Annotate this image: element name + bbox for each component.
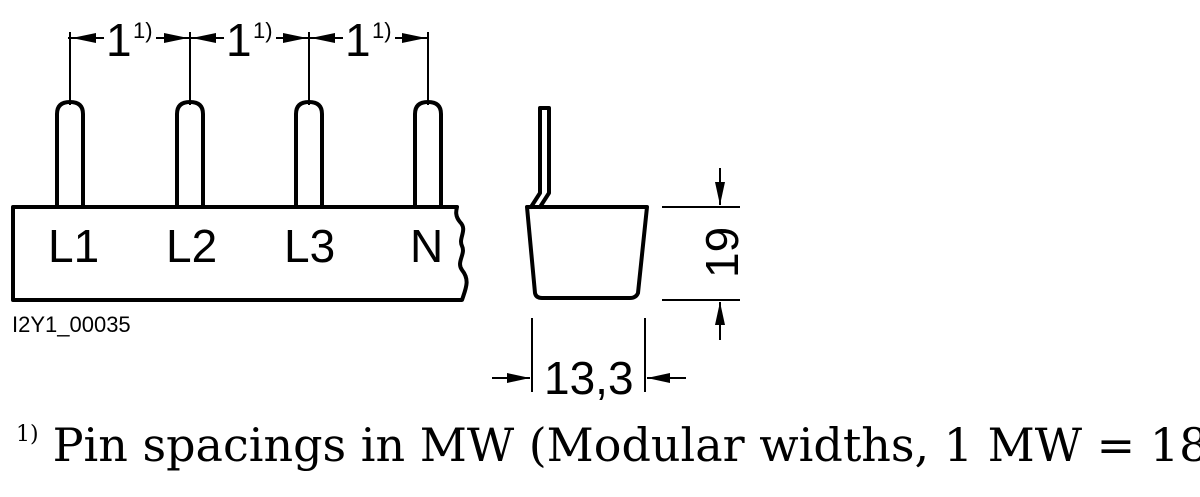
spacing-label-3: 1 xyxy=(345,14,371,66)
arrowhead xyxy=(164,33,188,43)
pin-l2 xyxy=(175,100,205,209)
height-dimension-label: 19 xyxy=(696,227,748,278)
side-body xyxy=(525,205,649,300)
drawing-code: I2Y1_00035 xyxy=(12,312,131,337)
spacing-superscript-1: 1) xyxy=(133,18,153,43)
spacing-label-1: 1 xyxy=(106,14,132,66)
arrowhead xyxy=(311,33,335,43)
arrowhead xyxy=(647,373,670,383)
front-view: 1 1) 1 1) 1 1) L1 L2 L3 N I2Y1_00035 xyxy=(11,14,469,337)
arrowhead xyxy=(715,182,725,205)
spacing-superscript-2: 1) xyxy=(253,18,273,43)
pin-label-l1: L1 xyxy=(48,220,99,272)
side-view: 19 13,3 xyxy=(492,106,748,404)
pin-label-l3: L3 xyxy=(284,220,335,272)
pin-l1 xyxy=(55,100,85,209)
footnote-text: Pin spacings in MW (Modular widths, 1 MW… xyxy=(52,418,1200,472)
arrowhead xyxy=(715,302,725,325)
arrowhead xyxy=(507,373,530,383)
spacing-superscript-3: 1) xyxy=(372,18,392,43)
pin-n xyxy=(413,100,443,209)
spacing-label-2: 1 xyxy=(226,14,252,66)
arrowhead xyxy=(192,33,216,43)
arrowhead xyxy=(72,33,96,43)
width-dimension-label: 13,3 xyxy=(544,352,634,404)
pin-label-l2: L2 xyxy=(166,220,217,272)
side-pin xyxy=(529,106,551,209)
footnote-marker: 1) xyxy=(16,422,39,447)
arrowhead xyxy=(283,33,307,43)
pin-l3 xyxy=(294,100,324,209)
footnote: 1) Pin spacings in MW (Modular widths, 1 … xyxy=(16,418,1200,472)
busbar-body xyxy=(11,205,469,302)
pin-label-n: N xyxy=(410,220,443,272)
arrowhead xyxy=(402,33,426,43)
